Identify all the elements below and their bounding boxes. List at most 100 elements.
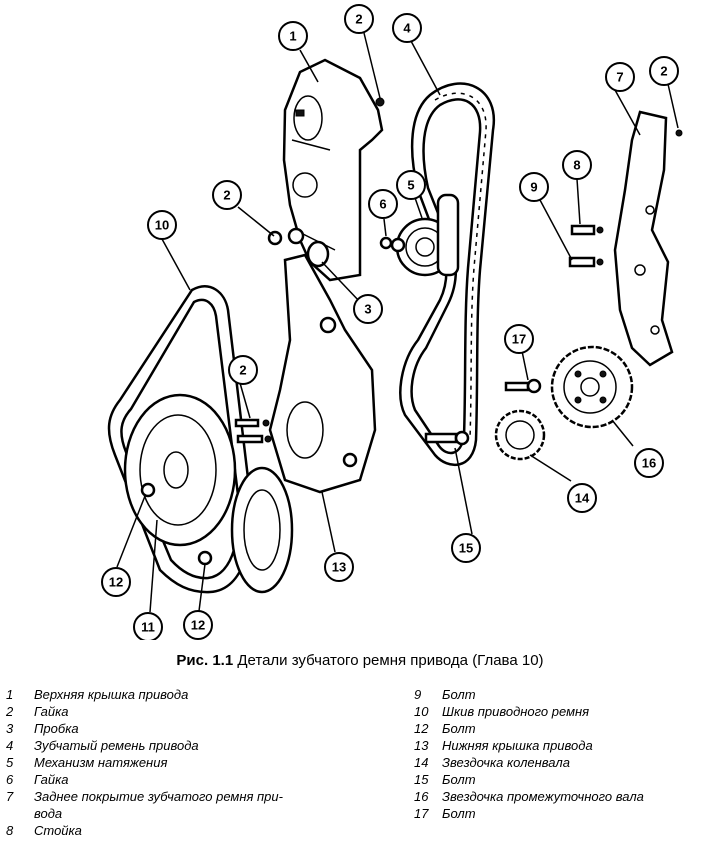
legend-text: Болт xyxy=(442,772,476,787)
legend-item: 6 Гайка xyxy=(6,771,376,788)
legend-text: Болт xyxy=(442,687,476,702)
legend-text: Гайка xyxy=(34,772,69,787)
callout-4: 4 xyxy=(392,13,422,43)
svg-text:3: 3 xyxy=(364,302,371,317)
callout-14: 14 xyxy=(567,483,597,513)
svg-text:8: 8 xyxy=(573,158,580,173)
svg-text:12: 12 xyxy=(109,575,123,590)
callout-6: 6 xyxy=(368,189,398,219)
svg-text:6: 6 xyxy=(379,197,386,212)
callout-16: 16 xyxy=(634,448,664,478)
legend-item: 14 Звездочка коленвала xyxy=(414,754,720,771)
legend-number xyxy=(6,805,34,822)
legend-text: Болт xyxy=(442,721,476,736)
svg-text:2: 2 xyxy=(239,363,246,378)
drive-belt-pulley xyxy=(123,393,237,566)
legend-text: Заднее покрытие зубчатого ремня при- xyxy=(34,789,283,804)
callout-2d: 2 xyxy=(228,355,258,385)
legend-number: 14 xyxy=(414,755,429,770)
callout-2b: 2 xyxy=(212,180,242,210)
legend-text: Стойка xyxy=(34,823,82,838)
callout-10: 10 xyxy=(147,210,177,240)
legend-item: 1 Верхняя крышка привода xyxy=(6,686,376,703)
legend-text: Верхняя крышка привода xyxy=(34,687,189,702)
crankshaft-sprocket xyxy=(494,409,546,461)
caption-text: Детали зубчатого ремня привода (Глава 10… xyxy=(237,652,544,669)
legend-text: Звездочка промежуточного вала xyxy=(442,789,644,804)
legend-item: 16 Звездочка промежуточного вала xyxy=(414,788,720,805)
legend-item: 9 Болт xyxy=(414,686,720,703)
legend-number: 12 xyxy=(414,721,429,736)
callout-7: 7 xyxy=(605,62,635,92)
legend-text: Звездочка коленвала xyxy=(442,755,570,770)
upper-drive-cover xyxy=(282,58,384,282)
crankshaft-pulley xyxy=(230,466,294,594)
legend-text: Шкив приводного ремня xyxy=(442,704,590,719)
bolt-15 xyxy=(424,430,470,446)
callout-12a: 12 xyxy=(101,567,131,597)
callout-17: 17 xyxy=(504,324,534,354)
timing-belt-exploded-diagram: 1 2 2 2 2 3 4 5 6 7 8 9 10 11 12 12 13 xyxy=(101,4,683,640)
callout-2a: 2 xyxy=(344,4,374,34)
drive-belt xyxy=(107,285,253,594)
svg-text:2: 2 xyxy=(355,12,362,27)
caption-lead: Рис. 1.1 xyxy=(176,652,234,669)
nut-6 xyxy=(379,236,406,253)
legend-item: вода xyxy=(6,805,376,822)
legend-number: 2 xyxy=(6,704,14,719)
figure-caption: Рис. 1.1 Детали зубчатого ремня привода … xyxy=(0,652,720,669)
callout-8: 8 xyxy=(562,150,592,180)
svg-text:4: 4 xyxy=(403,21,411,36)
callout-9: 9 xyxy=(519,172,549,202)
legend-number: 7 xyxy=(6,789,14,804)
lower-drive-cover xyxy=(268,253,377,494)
svg-text:1: 1 xyxy=(289,29,296,44)
svg-text:7: 7 xyxy=(616,70,623,85)
legend-number: 4 xyxy=(6,738,14,753)
stud-8 xyxy=(570,224,604,236)
bolt-9 xyxy=(568,256,604,268)
callout-3: 3 xyxy=(353,294,383,324)
legend-item: 12 Болт xyxy=(414,720,720,737)
legend-number: 3 xyxy=(6,721,14,736)
leader-lines xyxy=(116,32,679,613)
callout-1: 1 xyxy=(278,21,308,51)
legend-text: Механизм натяжения xyxy=(34,755,168,770)
legend-number: 10 xyxy=(414,704,429,719)
legend-number: 16 xyxy=(414,789,429,804)
svg-text:11: 11 xyxy=(141,620,155,635)
bolt-2-lower xyxy=(234,418,272,444)
svg-text:12: 12 xyxy=(191,618,205,633)
legend-number: 9 xyxy=(414,687,422,702)
callout-13: 13 xyxy=(324,552,354,582)
svg-text:15: 15 xyxy=(459,541,473,556)
legend-text: Болт xyxy=(442,806,476,821)
legend-text: вода xyxy=(34,806,63,821)
toothed-timing-belt xyxy=(399,82,496,467)
callout-15: 15 xyxy=(451,533,481,563)
svg-text:9: 9 xyxy=(530,180,537,195)
svg-text:14: 14 xyxy=(575,491,590,506)
legend-number: 13 xyxy=(414,738,429,753)
rear-belt-cover xyxy=(613,110,674,367)
svg-text:10: 10 xyxy=(155,218,169,233)
nut-2-top xyxy=(375,97,385,107)
legend-number: 8 xyxy=(6,823,14,838)
svg-text:13: 13 xyxy=(332,560,346,575)
bolt-17 xyxy=(504,378,542,394)
legend-item: 8 Стойка xyxy=(6,822,376,839)
legend-text: Пробка xyxy=(34,721,79,736)
nut-2-right xyxy=(675,129,683,137)
legend-number: 6 xyxy=(6,772,14,787)
callout-2c: 2 xyxy=(649,56,679,86)
svg-text:17: 17 xyxy=(512,332,526,347)
legend-number: 1 xyxy=(6,687,14,702)
svg-text:5: 5 xyxy=(407,178,414,193)
plug xyxy=(306,240,330,268)
